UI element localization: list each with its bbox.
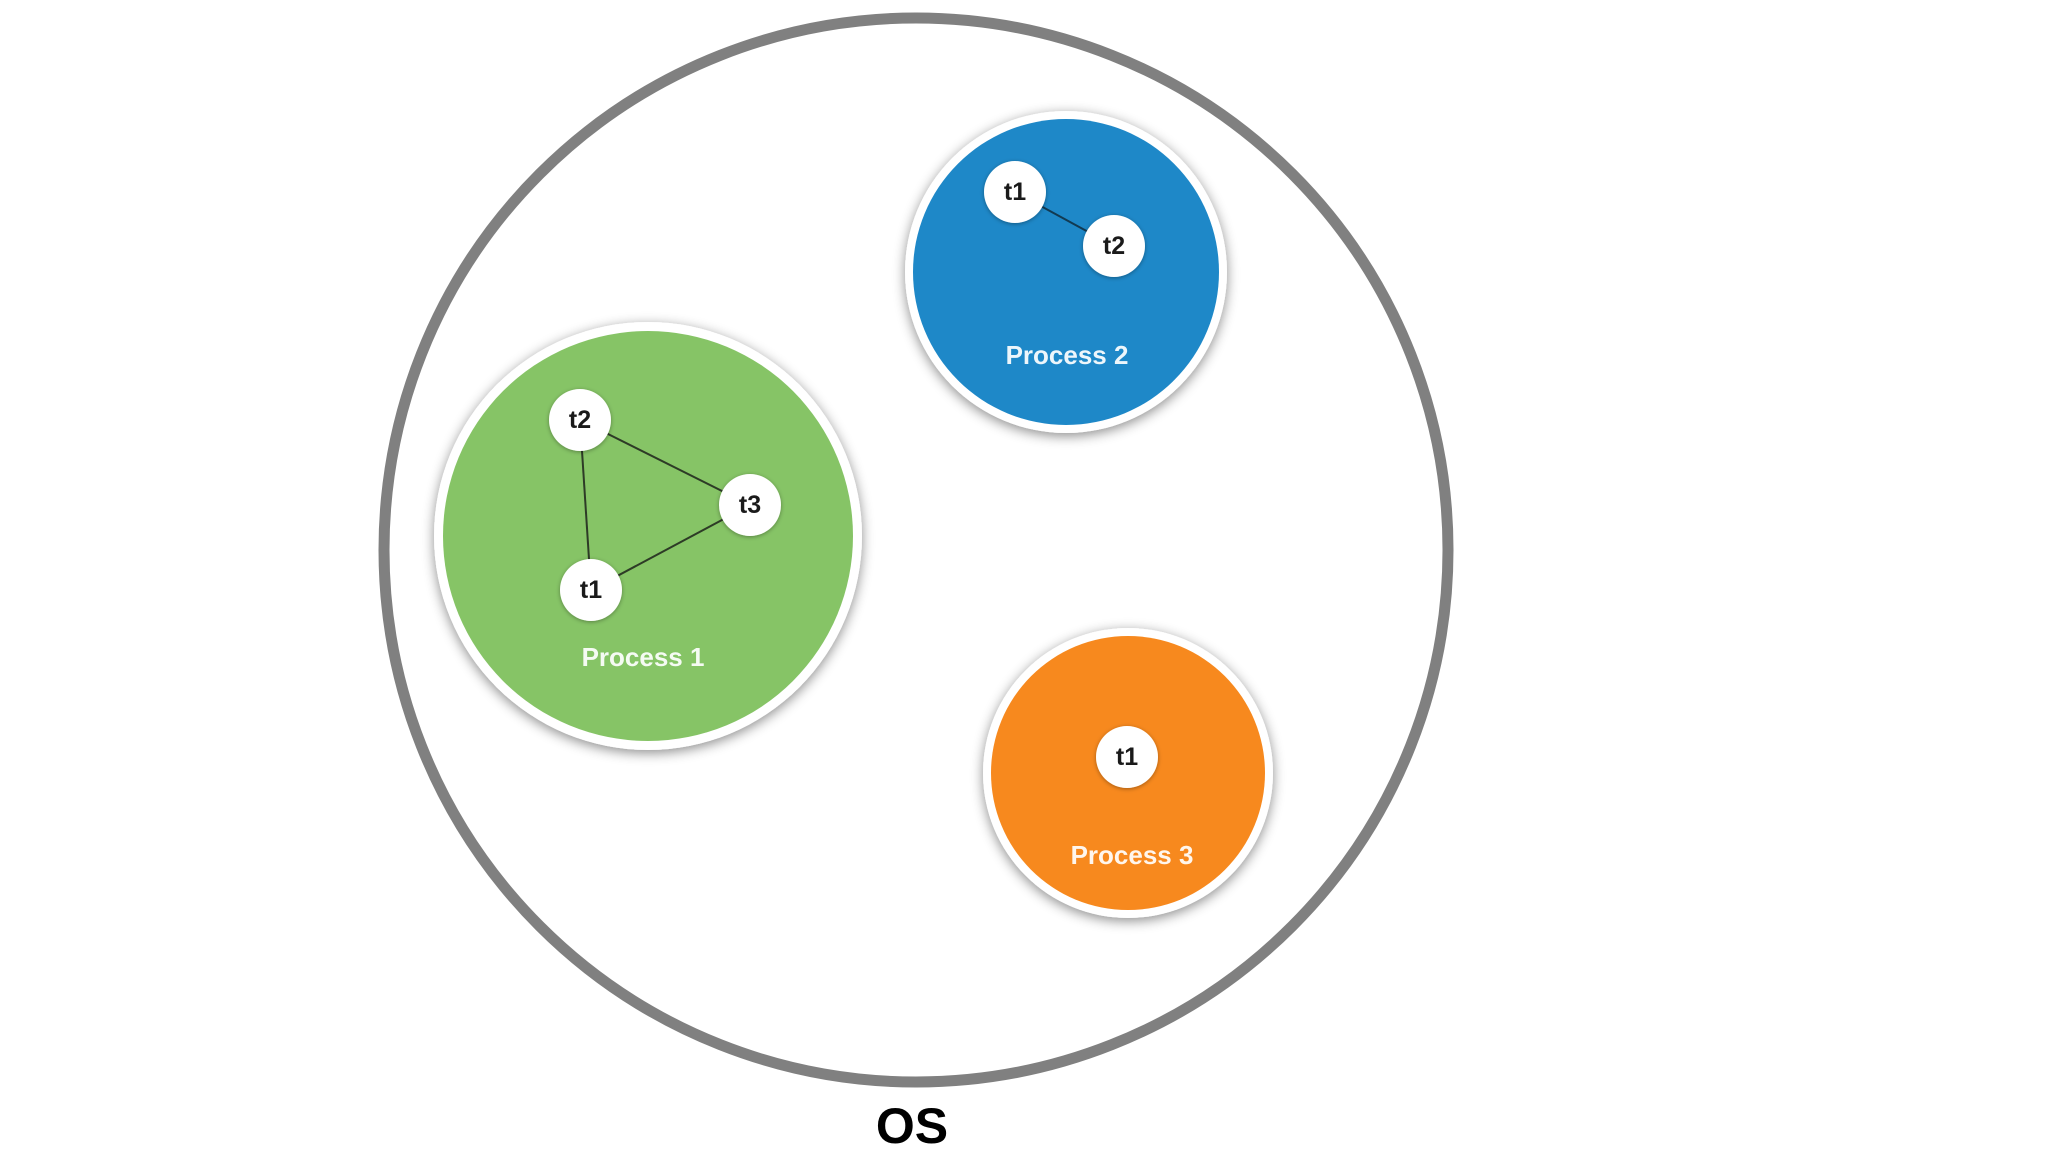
process-label: Process 1: [582, 642, 705, 672]
thread-node: t3: [719, 474, 781, 536]
thread-node: t1: [1096, 726, 1158, 788]
process-2: t1 t2 Process 2: [905, 111, 1227, 433]
thread-label: t3: [739, 491, 761, 519]
process-label: Process 2: [1006, 340, 1129, 370]
process-2-fill: [913, 119, 1219, 425]
process-1-fill: [443, 331, 853, 741]
thread-node: t1: [984, 161, 1046, 223]
os-label: OS: [876, 1098, 948, 1152]
thread-label: t2: [569, 406, 591, 434]
thread-label: t1: [580, 576, 602, 604]
process-1: t2 t3 t1 Process 1: [434, 322, 862, 750]
thread-label: t2: [1103, 232, 1125, 260]
thread-label: t1: [1116, 743, 1138, 771]
thread-label: t1: [1004, 178, 1026, 206]
process-label: Process 3: [1071, 840, 1194, 870]
link-t2-t3: [579, 419, 751, 506]
thread-node: t2: [1083, 215, 1145, 277]
process-3: t1 Process 3: [983, 628, 1273, 918]
thread-node: t2: [549, 389, 611, 451]
thread-node: t1: [560, 559, 622, 621]
